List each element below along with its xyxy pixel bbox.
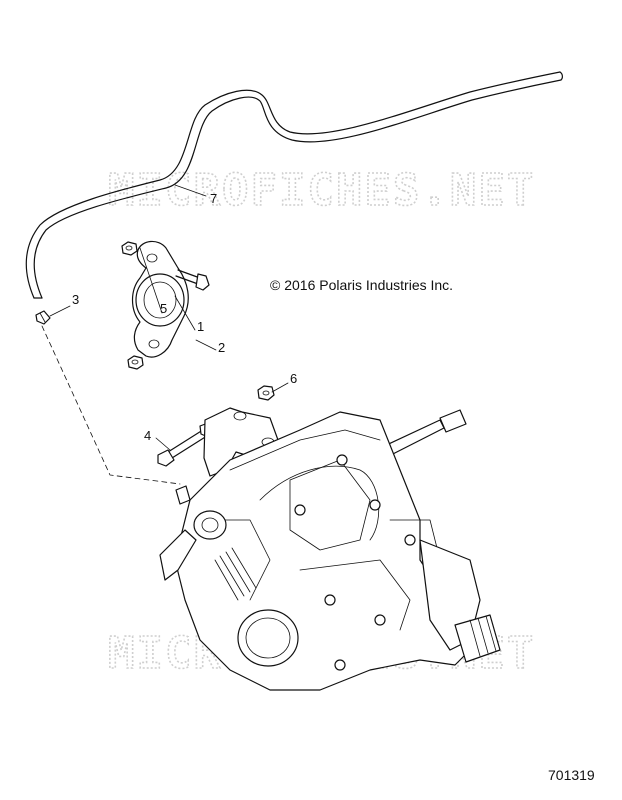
fitting-part-3 (35, 310, 51, 325)
hose-routing-line (41, 325, 181, 485)
figure-number: 701319 (548, 767, 595, 783)
callout-4: 4 (144, 428, 151, 443)
leader-lines (49, 184, 289, 451)
transmission-assembly (159, 407, 501, 691)
callout-5: 5 (160, 301, 167, 316)
callout-3: 3 (72, 292, 79, 307)
callout-1: 1 (197, 319, 204, 334)
sensor-part-1 (131, 240, 189, 358)
callout-6: 6 (290, 371, 297, 386)
copyright-notice: © 2016 Polaris Industries Inc. (270, 277, 453, 293)
vent-hose (25, 71, 563, 299)
callout-2: 2 (218, 340, 225, 355)
bolt-part-2 (175, 269, 210, 291)
nut-part-5 (121, 241, 144, 370)
nut-part-6 (257, 385, 275, 401)
watermark-top: MICROFICHES.NET (108, 165, 535, 216)
callout-7: 7 (210, 191, 217, 206)
